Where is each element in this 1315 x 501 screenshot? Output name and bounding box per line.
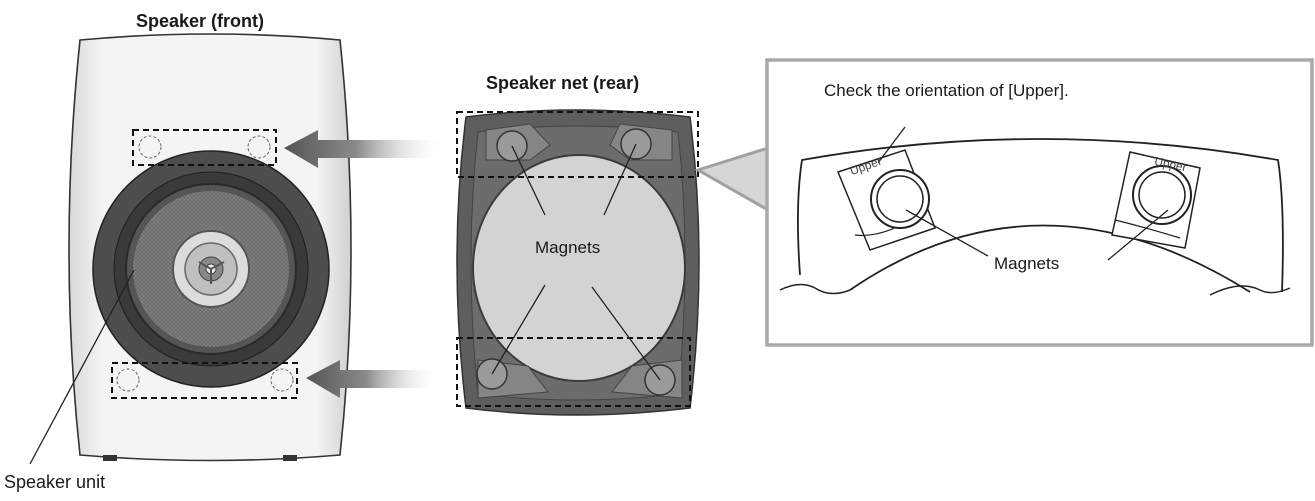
magnets-label-net: Magnets bbox=[535, 238, 601, 257]
lower-arrow bbox=[306, 360, 440, 398]
speaker-unit-leader bbox=[29, 269, 135, 465]
check-orientation-label: Check the orientation of [Upper]. bbox=[824, 81, 1069, 100]
detail-frame bbox=[765, 58, 1314, 347]
magnets-label-detail: Magnets bbox=[994, 254, 1060, 273]
upper-arrow bbox=[284, 130, 445, 168]
speaker-front bbox=[29, 33, 352, 465]
callout-connector bbox=[694, 145, 770, 213]
front-lower-magnet-area bbox=[111, 362, 298, 399]
speaker-net bbox=[456, 109, 700, 416]
speaker-net-title: Speaker net (rear) bbox=[486, 73, 640, 93]
net-upper-magnet-area bbox=[456, 111, 699, 178]
front-upper-magnet-area bbox=[132, 129, 277, 166]
speaker-front-title: Speaker (front) bbox=[136, 11, 265, 31]
detail-callout bbox=[765, 58, 1314, 347]
speaker-unit-label: Speaker unit bbox=[4, 472, 106, 492]
